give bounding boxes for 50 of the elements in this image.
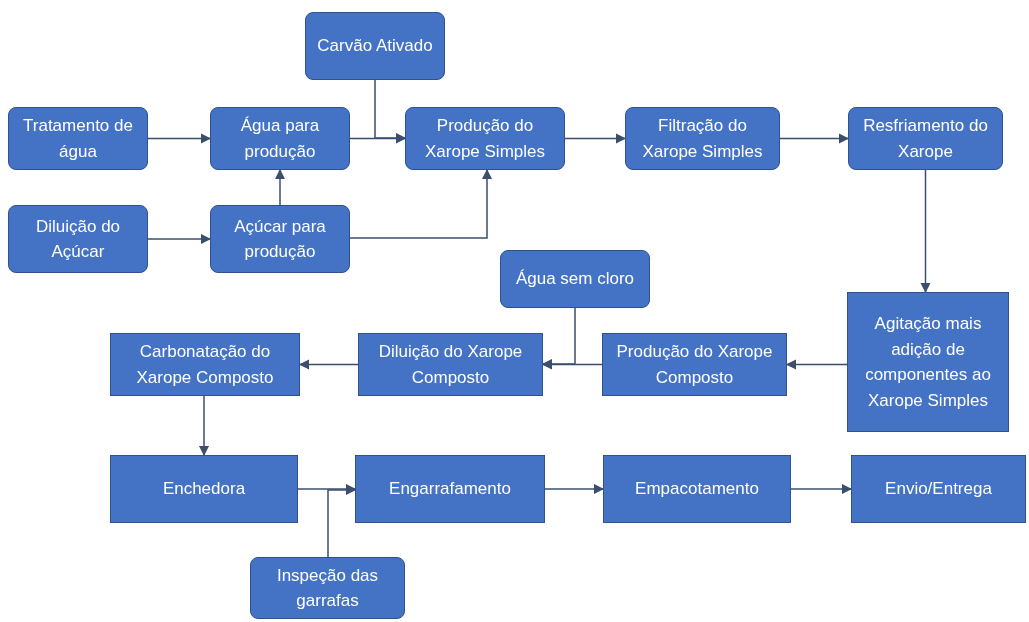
process-box: [625, 107, 780, 170]
arrow: [374, 79, 407, 144]
arrow: [349, 168, 493, 239]
arrow: [790, 483, 853, 495]
process-box: [851, 455, 1026, 523]
process-label: Açúcar para produção: [233, 215, 327, 263]
process-box: [210, 205, 350, 273]
process-box: [602, 333, 787, 396]
process-box: [250, 557, 405, 619]
arrow: [564, 133, 627, 144]
arrow: [198, 395, 210, 457]
process-label: Empacotamento: [635, 478, 759, 501]
process-label: Produção do Xarope Simples: [424, 115, 546, 163]
process-box: [8, 205, 148, 273]
arrow: [541, 307, 576, 370]
process-box: [500, 250, 650, 308]
process-label: Diluição do Xarope Composto: [377, 341, 524, 389]
process-box: [848, 107, 1003, 170]
process-box: [305, 12, 445, 80]
process-label: Água para produção: [239, 115, 321, 163]
arrow: [274, 168, 286, 206]
arrow: [920, 169, 931, 294]
process-label: Engarrafamento: [389, 478, 511, 501]
process-box: [355, 455, 545, 523]
process-box: [8, 107, 148, 170]
process-box: [847, 292, 1009, 432]
arrow: [298, 359, 359, 370]
process-box: [110, 455, 298, 523]
arrow: [147, 133, 212, 144]
process-label: Carbonatação do Xarope Composto: [135, 341, 275, 389]
process-label: Diluição do Açúcar: [34, 215, 122, 263]
process-label: Tratamento de água: [22, 115, 134, 163]
process-label: Inspeção das garrafas: [275, 564, 380, 612]
arrow: [785, 359, 848, 370]
process-box: [110, 333, 300, 396]
process-box: [210, 107, 350, 170]
process-label: Água sem cloro: [515, 268, 635, 291]
arrow: [779, 133, 850, 144]
process-label: Filtração do Xarope Simples: [641, 115, 764, 163]
process-box: [405, 107, 565, 170]
process-label: Produção do Xarope Composto: [615, 341, 774, 389]
process-box: [603, 455, 791, 523]
process-label: Resfriamento do Xarope: [862, 115, 989, 163]
arrow: [544, 483, 605, 495]
process-label: Enchedora: [162, 478, 246, 501]
arrow: [147, 233, 212, 245]
process-label: Carvão Ativado: [317, 35, 433, 58]
process-label: Agitação mais adição de componentes ao Xarope Simples: [864, 313, 992, 412]
process-label: Envio/Entrega: [885, 478, 992, 501]
process-box: [358, 333, 543, 396]
